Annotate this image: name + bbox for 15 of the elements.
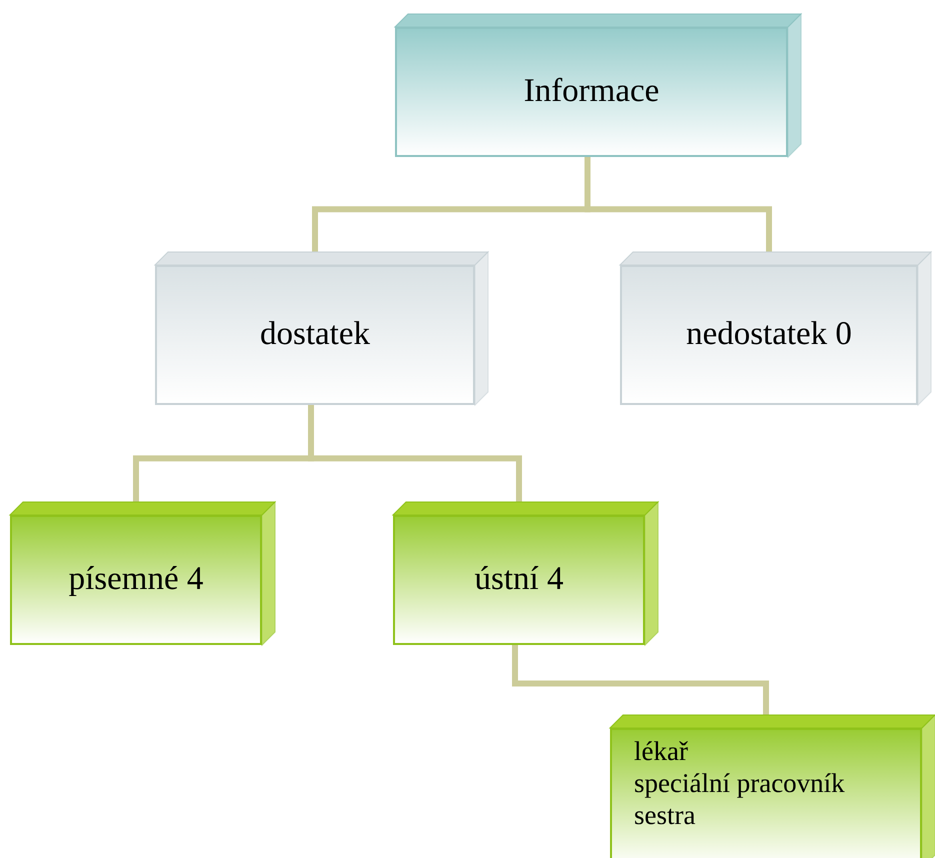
box-label: Informace	[524, 72, 660, 112]
connector-line	[512, 645, 769, 715]
process-box	[620, 252, 931, 405]
process-box	[393, 502, 658, 645]
box-label: sestra	[634, 800, 696, 832]
process-box	[395, 14, 801, 157]
process-box	[10, 502, 275, 645]
box-label: písemné 4	[68, 560, 204, 600]
process-box	[155, 252, 488, 405]
box-label: dostatek	[260, 315, 370, 354]
box-label: speciální pracovník	[634, 768, 845, 800]
process-box	[610, 715, 935, 858]
box-label: ústní 4	[474, 560, 564, 600]
box-label: nedostatek 0	[686, 315, 852, 354]
box-label: lékař	[634, 736, 688, 768]
